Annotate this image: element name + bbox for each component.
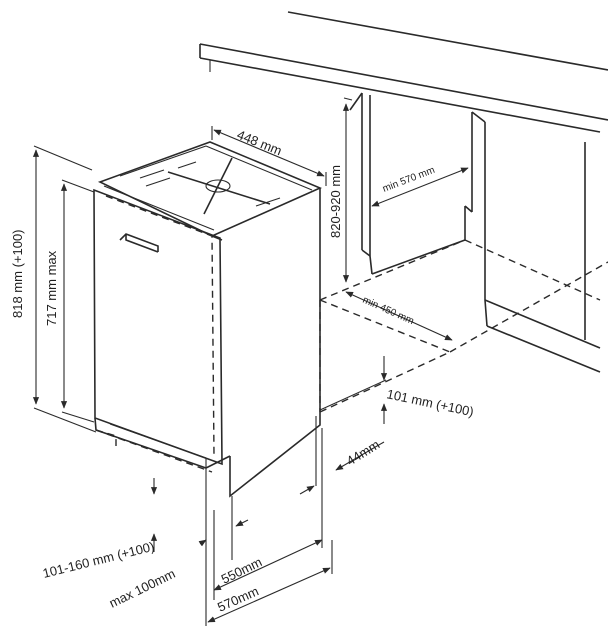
label-depth-total: 570mm [215,583,261,614]
label-plinth-offset: 44mm [344,437,383,469]
spray-arm [139,157,281,215]
door-handle [119,233,159,253]
dim-niche-depth [371,167,469,207]
dim-niche-width [345,291,453,341]
label-total-height: 818 mm (+100) [10,229,25,318]
label-niche-height: 820-920 mm [328,165,343,238]
label-niche-width: min 450 mm [361,295,416,327]
dim-total-height [32,145,97,433]
countertop [199,11,608,133]
label-depth: 550mm [219,554,265,586]
label-plinth-gap: 101 mm (+100) [385,386,475,419]
dim-niche-height [342,97,353,283]
label-max-depth-extra: max 100mm [107,566,178,611]
left-cabinet [349,92,473,275]
niche-floor-outline [319,239,608,413]
dim-plinth-gap [319,356,388,424]
dim-max-depth-extra [198,470,249,560]
label-width: 448 mm [235,127,284,159]
right-cabinet [471,111,601,373]
label-foot-range: 101-160 mm (+100) [41,539,156,581]
dim-door-height [60,179,95,423]
label-door-height: 717 mm max [44,250,59,326]
dishwasher-body [93,141,323,498]
label-niche-depth: min 570 mm [381,165,436,195]
dim-depth-total [205,540,333,626]
dim-plinth-offset [299,416,385,495]
dim-width [211,126,327,186]
